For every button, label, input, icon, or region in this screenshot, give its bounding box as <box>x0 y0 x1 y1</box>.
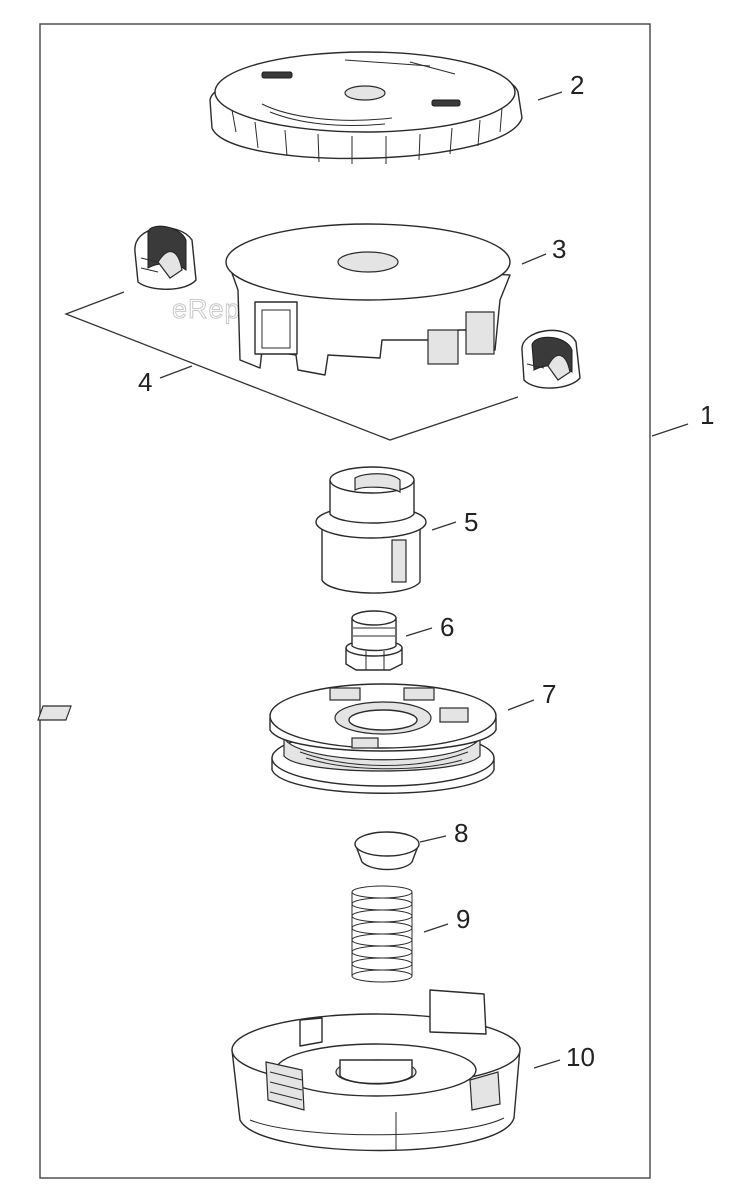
leader-3 <box>521 253 547 265</box>
leader-8 <box>419 835 447 843</box>
eyelet-left <box>134 225 197 290</box>
part-2-cover <box>209 51 523 164</box>
callout-10: 10 <box>566 1042 595 1072</box>
leader-10 <box>533 1059 561 1069</box>
leader-1 <box>651 423 689 437</box>
leader-6 <box>405 627 433 637</box>
callout-labels: 1 2 3 4 5 6 7 8 9 10 <box>138 70 714 1072</box>
assembly-frame <box>39 23 651 1179</box>
part-5-adapter <box>315 466 427 594</box>
leader-9 <box>423 923 449 933</box>
part-4-eyelets <box>64 225 581 441</box>
callout-4: 4 <box>138 367 152 397</box>
part-7-spool <box>37 683 497 794</box>
eyelet-right <box>521 329 581 389</box>
leader-5 <box>431 521 457 531</box>
part-10-base <box>231 989 521 1152</box>
part-9-spring <box>351 885 413 983</box>
callout-2: 2 <box>570 70 584 100</box>
callout-1: 1 <box>700 400 714 430</box>
leader-7 <box>507 699 535 711</box>
part-3-housing <box>225 223 511 376</box>
callout-6: 6 <box>440 612 454 642</box>
callout-9: 9 <box>456 904 470 934</box>
callout-3: 3 <box>552 234 566 264</box>
callout-7: 7 <box>542 679 556 709</box>
leader-2 <box>537 91 563 101</box>
leader-lines <box>405 91 689 1069</box>
part-6-nut <box>345 610 403 671</box>
callout-5: 5 <box>464 507 478 537</box>
part-8-button <box>354 831 420 871</box>
callout-8: 8 <box>454 818 468 848</box>
